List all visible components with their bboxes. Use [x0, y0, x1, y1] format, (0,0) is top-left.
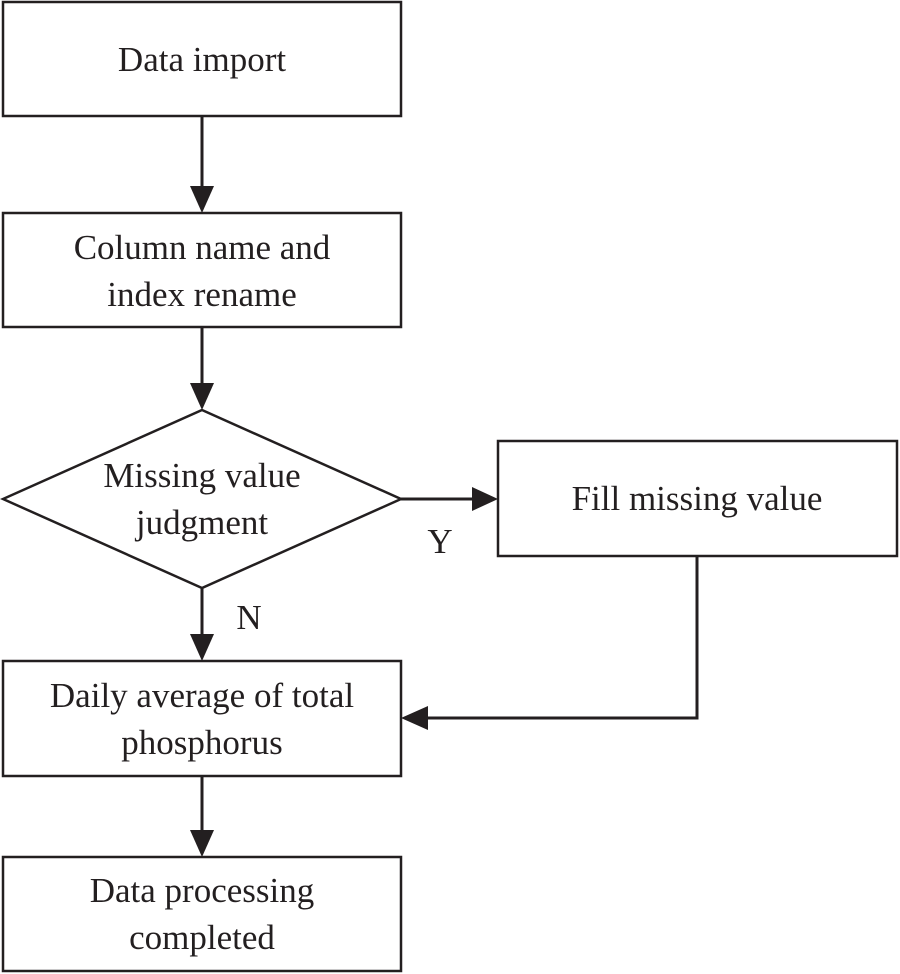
node-completed-label-line2: completed [129, 918, 275, 957]
node-fill-missing-box [496, 439, 899, 558]
arrow-import-to-rename [190, 117, 214, 213]
node-daily-average-box [1, 659, 403, 778]
node-missing-check: Missing value judgment [0, 408, 405, 590]
node-data-import: Data import [1, 0, 403, 118]
node-completed: Data processing completed [1, 855, 403, 973]
arrow-check-to-fill [401, 487, 498, 511]
node-missing-check-label-line2: judgment [134, 503, 268, 542]
node-rename-box [1, 211, 403, 329]
arrow-average-to-completed [190, 777, 214, 857]
node-completed-label-line1: Data processing [90, 871, 315, 910]
edge-label-no: N [236, 598, 261, 637]
arrow-check-to-average [190, 588, 214, 661]
arrow-fill-to-average [401, 557, 699, 730]
node-rename: Column name and index rename [1, 211, 403, 329]
node-missing-check-diamond [0, 408, 405, 590]
node-daily-average-label-line2: phosphorus [121, 723, 282, 762]
node-missing-check-label-line1: Missing value [103, 456, 300, 495]
node-data-import-label: Data import [118, 40, 286, 79]
node-daily-average-label-line1: Daily average of total [50, 676, 354, 715]
node-rename-label-line1: Column name and [74, 228, 331, 267]
node-fill-missing-label: Fill missing value [572, 479, 823, 518]
node-data-import-box [1, 0, 403, 118]
node-rename-label-line2: index rename [107, 275, 297, 314]
arrow-rename-to-check [190, 328, 214, 410]
node-daily-average: Daily average of total phosphorus [1, 659, 403, 778]
edge-label-yes: Y [427, 522, 452, 561]
node-fill-missing: Fill missing value [496, 439, 899, 558]
node-completed-box [1, 855, 403, 973]
